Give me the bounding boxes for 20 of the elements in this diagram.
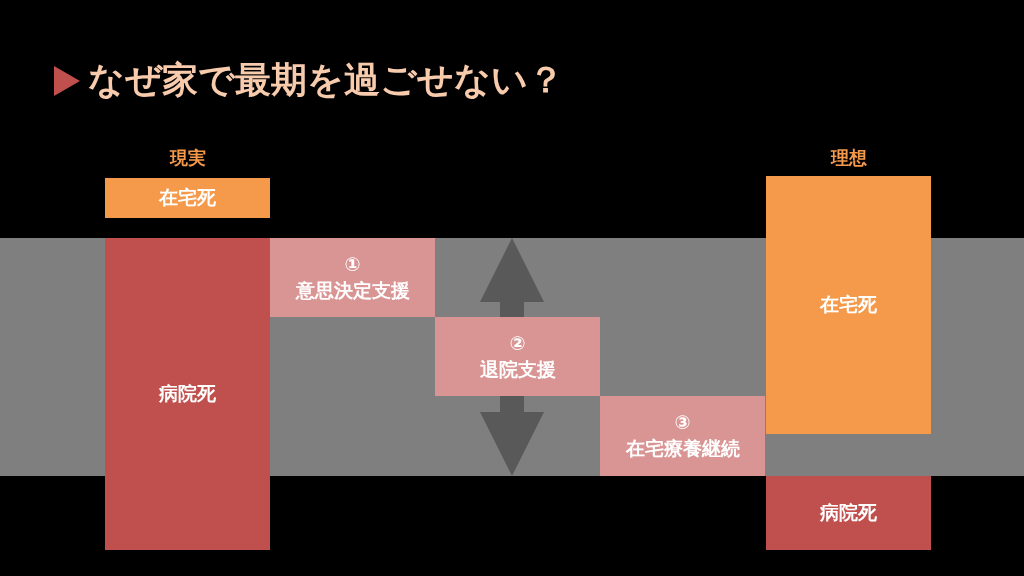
step-box <box>600 396 765 476</box>
step-number: ② <box>509 330 526 356</box>
box-label: 在宅死 <box>820 292 877 318</box>
box-label: 病院死 <box>820 500 877 526</box>
step-box <box>435 317 600 396</box>
bar-segment <box>105 238 270 550</box>
bar-segment <box>766 476 931 550</box>
bar-segment <box>105 178 270 218</box>
column-heading: 現実 <box>168 146 207 170</box>
step-number: ① <box>344 251 361 277</box>
box-label: 在宅死 <box>159 185 216 211</box>
bar-segment <box>766 176 931 434</box>
column-heading: 理想 <box>829 146 868 170</box>
box-label: 意思決定支援 <box>295 277 410 303</box>
box-label: 在宅療養継続 <box>625 436 740 461</box>
box-label: 病院死 <box>159 381 216 407</box>
step-number: ③ <box>674 410 691 436</box>
step-box <box>270 238 435 317</box>
box-label: 退院支援 <box>479 356 556 382</box>
title: なぜ家で最期を過ごせない？ <box>88 58 564 102</box>
